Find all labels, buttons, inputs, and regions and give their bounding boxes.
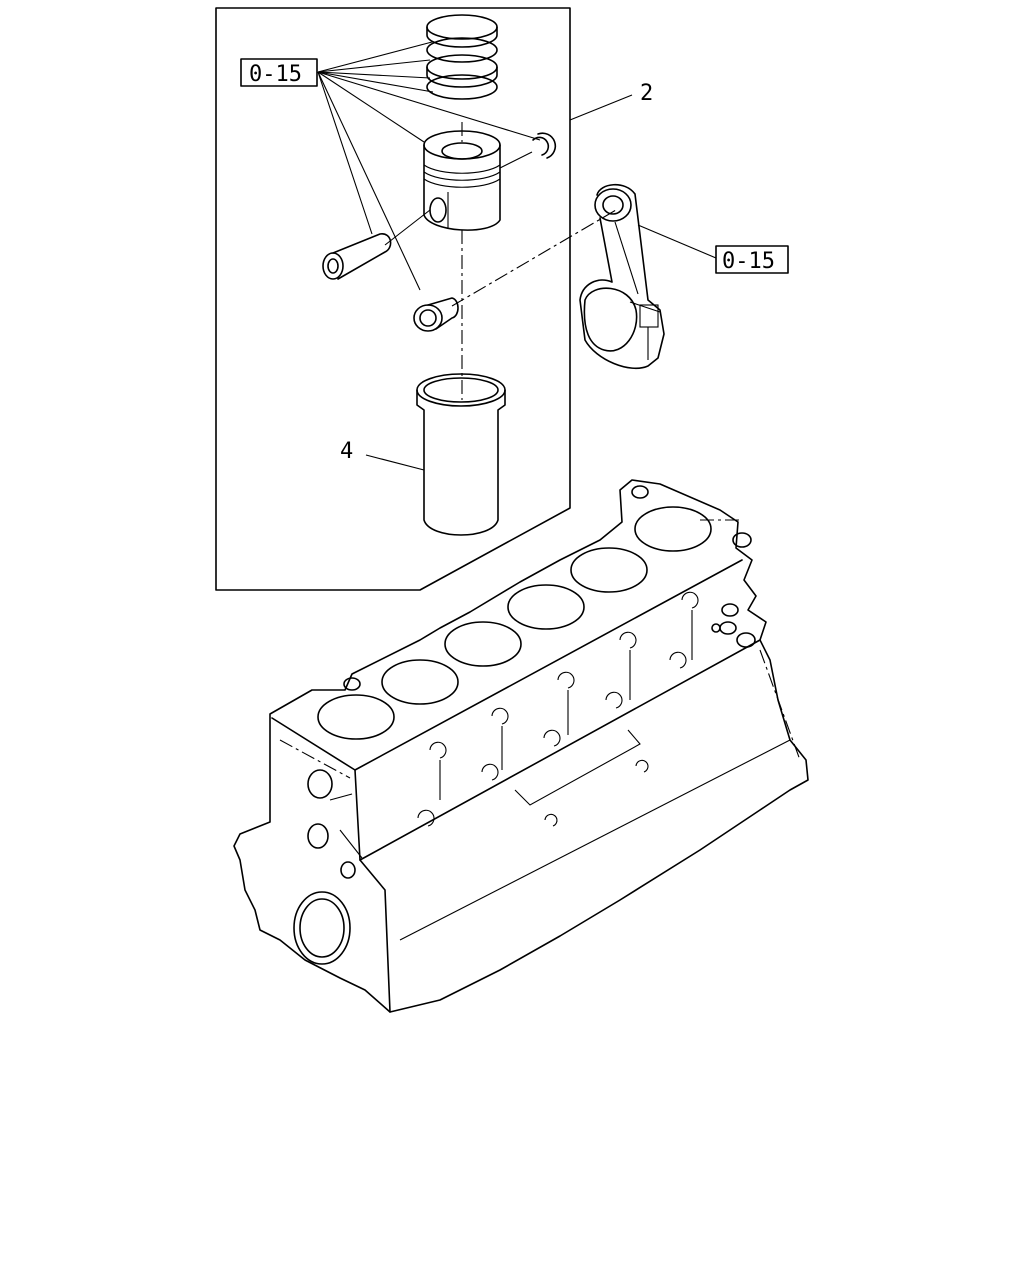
kit-leader [569, 94, 633, 121]
piston [423, 130, 501, 231]
reference-callout-upper[interactable]: 0-15 [240, 58, 318, 87]
reference-label-rod: 0-15 [722, 249, 775, 274]
kit-frame [215, 7, 571, 591]
leader-lines-upper [317, 41, 541, 291]
piston-rings [426, 14, 498, 100]
bushing [413, 297, 459, 332]
liner-leader [365, 454, 425, 471]
axis-bushing-rod [451, 209, 617, 307]
piston-pin [322, 233, 392, 280]
connecting-rod [579, 183, 665, 370]
item-label-piston-kit: 2 [640, 81, 653, 106]
item-label-liner: 4 [340, 439, 353, 464]
rod-leader [637, 224, 717, 259]
cylinder-block [233, 479, 809, 1013]
snap-ring-leader [499, 151, 533, 169]
reference-label-upper: 0-15 [249, 62, 302, 87]
pin-leader [384, 209, 431, 246]
reference-callout-rod[interactable]: 0-15 [715, 245, 789, 274]
snap-ring [532, 132, 557, 159]
cylinder-liner [416, 373, 506, 536]
